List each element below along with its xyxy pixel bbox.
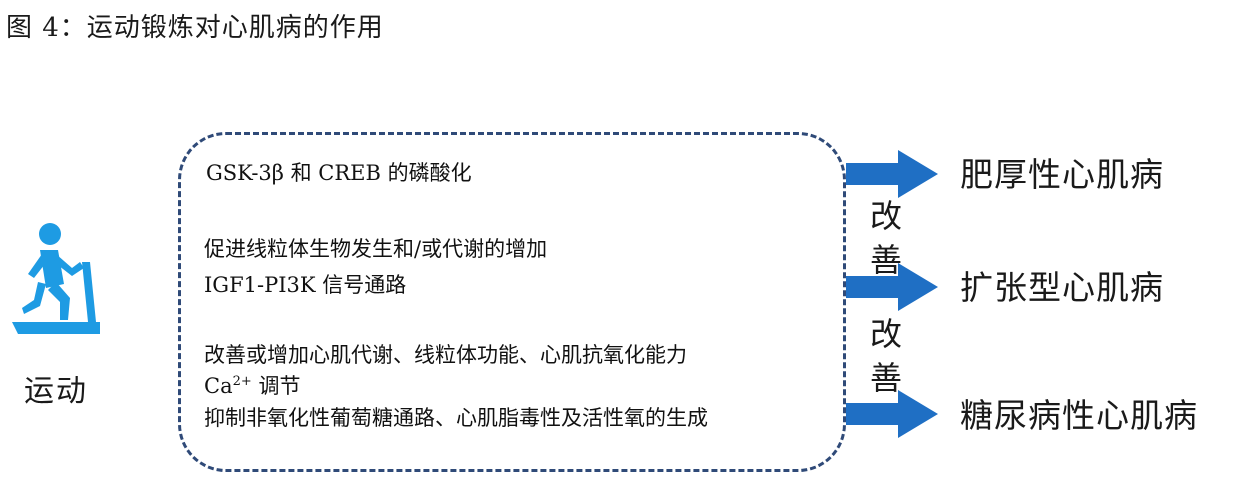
improve-label-1: 改 善: [866, 194, 906, 282]
calcium-symbol: Ca: [204, 374, 233, 398]
treadmill-runner-icon: [12, 223, 100, 334]
arrow-right-icon: [846, 390, 938, 438]
mechanism-line-4: 改善或增加心肌代谢、线粒体功能、心肌抗氧化能力: [204, 343, 687, 367]
figure-title: 图 4：运动锻炼对心肌病的作用: [6, 13, 384, 43]
outcome-diabetic-cardiomyopathy: 糖尿病性心肌病: [960, 396, 1198, 435]
mechanisms-frame: [178, 132, 846, 472]
mechanism-line-1: GSK-3β 和 CREB 的磷酸化: [206, 161, 472, 185]
mechanism-line-3: IGF1-PI3K 信号通路: [204, 273, 407, 297]
mechanism-line-6: 抑制非氧化性葡萄糖通路、心肌脂毒性及活性氧的生成: [204, 406, 708, 430]
improve-label-2-char2: 善: [869, 359, 902, 397]
arrow-right-icon: [846, 150, 938, 198]
mechanism-line-2: 促进线粒体生物发生和/或代谢的增加: [204, 237, 548, 261]
improve-label-2-char1: 改: [869, 315, 902, 353]
arrow-right-icon: [846, 263, 938, 311]
outcome-dilated-cardiomyopathy: 扩张型心肌病: [960, 268, 1164, 307]
mechanism-line-5: Ca2+ 调节: [204, 373, 300, 399]
outcome-hypertrophic-cardiomyopathy: 肥厚性心肌病: [960, 155, 1164, 194]
calcium-charge: 2+: [232, 374, 252, 389]
improve-label-1-char2: 善: [869, 241, 902, 279]
improve-label-2: 改 善: [866, 312, 906, 400]
calcium-regulation-text: 调节: [251, 374, 301, 398]
improve-label-1-char1: 改: [869, 197, 902, 235]
exercise-label: 运动: [24, 374, 88, 409]
